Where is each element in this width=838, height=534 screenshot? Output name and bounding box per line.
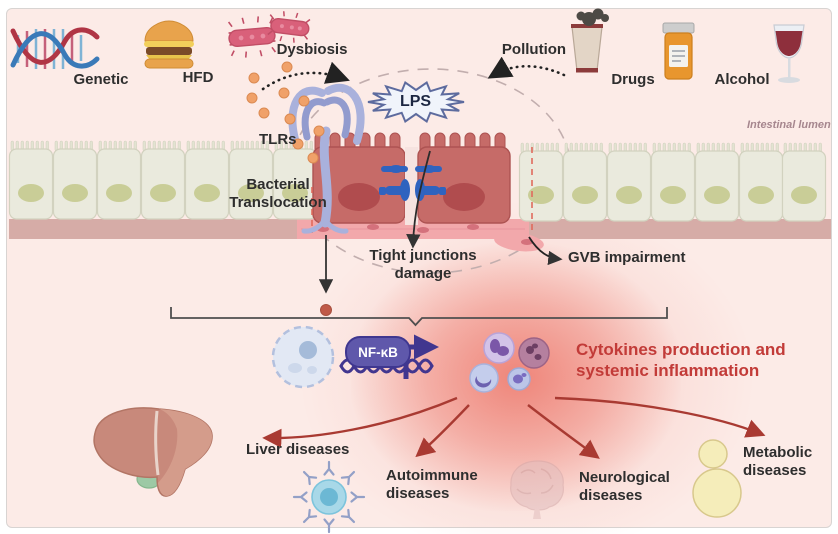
pollution-factory-icon bbox=[571, 8, 609, 73]
pill-bottle-icon bbox=[662, 22, 695, 80]
disease-label-liver: Liver diseases bbox=[246, 441, 350, 458]
damaged-epithelium bbox=[312, 132, 511, 225]
gvb-impairment-label: GVB impairment bbox=[568, 249, 686, 266]
wine-glass-icon bbox=[773, 24, 805, 83]
immune-cells-icon bbox=[469, 332, 550, 393]
summary-bracket bbox=[170, 307, 668, 327]
disease-label-neurological: Neurological diseases bbox=[579, 469, 670, 504]
factor-label-dysbiosis: Dysbiosis bbox=[276, 41, 348, 58]
autoimmune-cell-icon bbox=[292, 460, 366, 534]
nfkb-label: NF-κB bbox=[358, 344, 398, 360]
factor-label-pollution: Pollution bbox=[501, 41, 567, 58]
paracellular-leak-arrow bbox=[406, 150, 431, 249]
factor-label-hfd: HFD bbox=[182, 69, 214, 86]
figure-canvas: Genetic HFD Dysbiosis Pollution Drugs Al… bbox=[6, 8, 832, 534]
lps-dots bbox=[246, 61, 325, 164]
translocated-bacterium-dot bbox=[320, 304, 332, 316]
lps-label: LPS bbox=[399, 93, 432, 110]
gvb-leak-bulge bbox=[494, 232, 544, 252]
nfkb-badge: NF-κB bbox=[345, 336, 411, 368]
brain-icon bbox=[510, 460, 564, 519]
dysbiosis-arrow bbox=[261, 61, 350, 91]
tlrs-label: TLRs bbox=[259, 131, 297, 148]
bacterial-translocation-label: Bacterial Translocation bbox=[229, 176, 327, 211]
disease-label-autoimmune: Autoimmune diseases bbox=[386, 467, 478, 502]
dna-icon bbox=[10, 27, 100, 69]
healthy-epithelium-right bbox=[518, 142, 827, 222]
intestinal-lumen-label: Intestinal lumen bbox=[747, 119, 831, 131]
pollution-arrow bbox=[487, 56, 566, 79]
liver-icon bbox=[93, 407, 213, 497]
factor-label-genetic: Genetic bbox=[73, 71, 129, 88]
cytokines-label: Cytokines production and systemic inflam… bbox=[576, 340, 786, 381]
outcome-arrows bbox=[262, 396, 766, 459]
tight-junctions-damage-label: Tight junctions damage bbox=[369, 247, 477, 282]
tlr-receptor-icon bbox=[288, 83, 365, 234]
adipocytes-icon bbox=[692, 439, 742, 518]
lps-starburst bbox=[367, 80, 465, 124]
factor-label-drugs: Drugs bbox=[611, 71, 655, 88]
gvb-arrow bbox=[528, 236, 563, 266]
disease-label-metabolic: Metabolic diseases bbox=[743, 444, 813, 479]
factor-label-alcohol: Alcohol bbox=[714, 71, 770, 88]
monocyte-cell-icon bbox=[271, 325, 335, 389]
hamburger-icon bbox=[144, 20, 194, 69]
bacteria-icon bbox=[227, 11, 311, 58]
